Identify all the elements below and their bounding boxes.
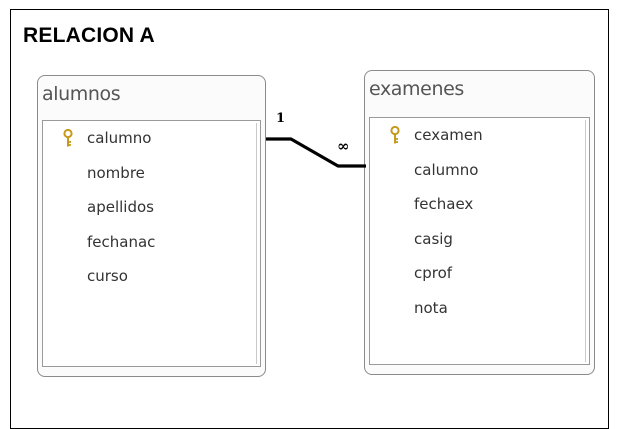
field-label: nota — [414, 298, 448, 317]
field-list-panel-alumnos: calumno nombre apellidos fechanac curso — [42, 120, 261, 367]
field-row[interactable]: apellidos — [43, 198, 155, 233]
field-label: fechaex — [414, 195, 474, 213]
field-list-panel-examenes: cexamen calumno fechaex casig cprof nota — [369, 117, 590, 365]
field-row[interactable]: fechaex — [370, 195, 483, 230]
relationship-line[interactable] — [0, 0, 619, 411]
field-row[interactable]: nota — [370, 299, 483, 334]
field-label: apellidos — [87, 198, 154, 216]
field-label: fechanac — [87, 232, 156, 251]
field-row[interactable]: cprof — [370, 264, 483, 299]
key-icon — [63, 128, 73, 148]
field-label: nombre — [87, 163, 145, 182]
table-title-alumnos: alumnos — [42, 83, 121, 105]
field-row[interactable]: casig — [370, 230, 483, 265]
field-label: calumno — [414, 160, 479, 179]
key-icon — [390, 125, 400, 145]
field-row[interactable]: fechanac — [43, 233, 155, 268]
cardinality-one-label: 1 — [276, 111, 286, 126]
field-list-alumnos: calumno nombre apellidos fechanac curso — [43, 128, 155, 302]
field-row[interactable]: calumno — [370, 161, 483, 196]
field-label: calumno — [87, 129, 152, 147]
field-row[interactable]: calumno — [43, 128, 155, 164]
diagram-heading: RELACION A — [23, 24, 155, 47]
cardinality-many-label: ∞ — [337, 137, 349, 155]
field-label: curso — [87, 267, 128, 285]
field-label: casig — [414, 229, 453, 248]
field-row[interactable]: curso — [43, 267, 155, 302]
table-examenes[interactable]: examenes cexamen calumno fechaex casig cprof… — [364, 70, 595, 375]
field-row[interactable]: cexamen — [370, 125, 483, 161]
field-list-examenes: cexamen calumno fechaex casig cprof nota — [370, 125, 483, 334]
field-label: cprof — [414, 264, 453, 282]
field-label: cexamen — [414, 126, 483, 144]
table-alumnos[interactable]: alumnos calumno nombre apellidos fechanac cu… — [37, 75, 266, 377]
field-row[interactable]: nombre — [43, 164, 155, 199]
table-title-examenes: examenes — [369, 78, 464, 100]
